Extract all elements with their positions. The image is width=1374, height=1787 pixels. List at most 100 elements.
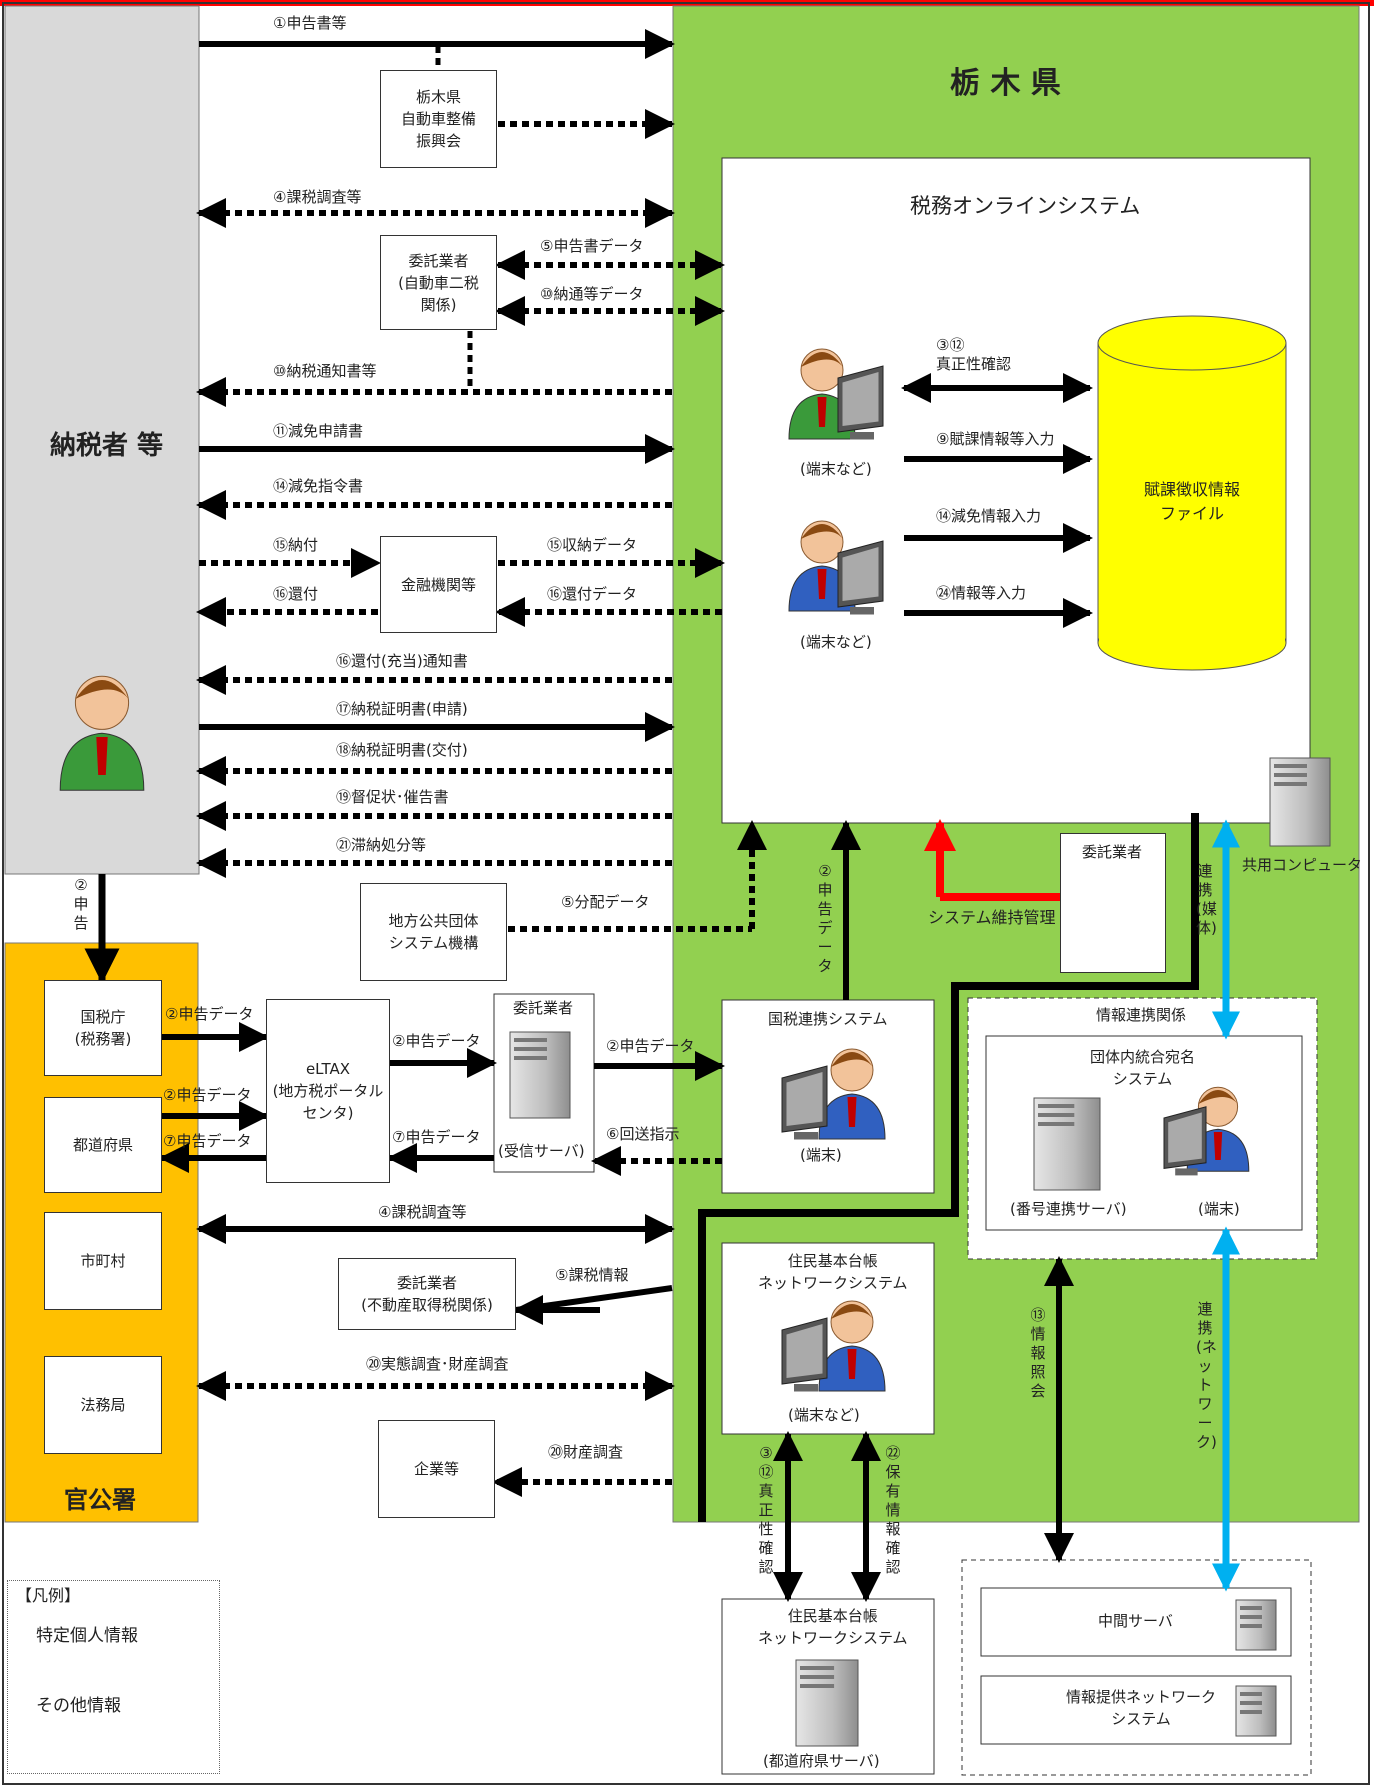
label-a1: ①申告書等 [273, 14, 347, 32]
number-server-icon [1033, 1097, 1101, 1191]
vlabel-renkei-baitai: 連携(媒体) [1196, 862, 1217, 937]
nta-box: 国税庁 (税務署) [44, 980, 162, 1076]
terminal-monitor-icon-1 [837, 365, 884, 440]
info-network-label: 情報提供ネットワーク システム [1066, 1688, 1217, 1728]
public-offices-title: 官公署 [64, 1486, 136, 1514]
label-a16c: ⑯還付(充当)通知書 [336, 652, 468, 670]
terminal-label-2: (端末など) [800, 633, 872, 651]
natl-link-box [721, 999, 935, 1194]
label-a19: ⑲督促状･催告書 [336, 788, 449, 806]
middle-server-icon [1235, 1599, 1277, 1651]
legend-title: 【凡例】 [16, 1586, 81, 1605]
juki-monitor-icon [781, 1317, 828, 1392]
terminal-monitor-icon-2 [837, 540, 884, 615]
label-a5tax: ⑤課税情報 [555, 1266, 629, 1284]
middle-server-label: 中間サーバ [1098, 1612, 1173, 1630]
juki-box [721, 1242, 935, 1435]
info-link-group-label: 情報連携関係 [1096, 1006, 1187, 1024]
juki-pref-server-icon [795, 1659, 859, 1747]
vlabel-renkei-net: 連携(ネットワーク) [1196, 1300, 1217, 1451]
label-a21: ㉑滞納処分等 [336, 836, 427, 854]
label-a18: ⑱納税証明書(交付) [336, 741, 468, 759]
taxpayer-person-icon [59, 675, 145, 791]
label-a14in: ⑭減免情報入力 [936, 507, 1042, 525]
vlabel-shinsei: ③⑫真正性確認 [758, 1444, 774, 1576]
label-a14: ⑭減免指令書 [273, 477, 364, 495]
vlabel-shinkoku-data: ②申告データ [817, 862, 833, 975]
database-label: 賦課徴収情報 ファイル [1143, 480, 1240, 523]
juki-sub: (端末など) [788, 1406, 860, 1424]
legal-box: 法務局 [44, 1356, 162, 1454]
label-a20: ⑳実態調査･財産調査 [366, 1355, 509, 1373]
vlabel-shinkoku: ②申告 [73, 876, 89, 932]
label-a312: ③⑫ 真正性確認 [936, 336, 1012, 373]
shared-computer-icon [1269, 757, 1331, 847]
label-a16: ⑯還付 [273, 585, 319, 603]
addr-terminal-label: (端末) [1198, 1200, 1240, 1218]
connection-line [698, 813, 1199, 1522]
natl-link-sub: (端末) [800, 1146, 842, 1164]
juki-pref-sub: (都道府県サーバ) [763, 1752, 880, 1770]
natl-link-person-icon [818, 1048, 886, 1140]
label-a17: ⑰納税証明書(申請) [336, 700, 468, 718]
label-a2elt: ②申告データ [392, 1032, 481, 1050]
database-cylinder [1097, 315, 1287, 671]
maint-contractor-box [1060, 833, 1166, 973]
label-a10: ⑩納通等データ [540, 285, 644, 303]
natl-link-monitor-icon [781, 1065, 828, 1140]
label-a24: ㉔情報等入力 [936, 584, 1027, 602]
contractor-recv-server-icon [509, 1031, 571, 1119]
lgs-box: 地方公共団体 システム機構 [360, 883, 507, 981]
addr-monitor-icon [1163, 1106, 1207, 1176]
label-a9: ⑨賦課情報等入力 [936, 430, 1055, 448]
number-server-label: (番号連携サーバ) [1010, 1200, 1127, 1218]
contractor-realestate-box: 委託業者 (不動産取得税関係) [338, 1258, 516, 1330]
label-a5: ⑤申告書データ [540, 237, 644, 255]
legend: 【凡例】 特定個人情報 その他情報 [7, 1580, 220, 1774]
info-network-server-icon [1235, 1685, 1277, 1737]
system-maint-label: システム維持管理 [928, 908, 1056, 927]
vlabel-jouhou-shoukai: ⑬情報照会 [1030, 1306, 1046, 1400]
terminal-label-1: (端末など) [800, 460, 872, 478]
contractor-recv-title: 委託業者 [513, 999, 574, 1017]
label-a5dist: ⑤分配データ [561, 893, 650, 911]
juki-title: 住民基本台帳 ネットワークシステム [758, 1252, 908, 1292]
label-a6: ⑥回送指示 [606, 1125, 680, 1143]
label-a7pref: ⑦申告データ [163, 1132, 252, 1150]
contractor-recv-sub: (受信サーバ) [498, 1142, 585, 1160]
prefecture-title: 栃 木 県 [950, 66, 1061, 101]
label-a2nta: ②申告データ [165, 1005, 254, 1023]
label-a11: ⑪減免申請書 [273, 422, 364, 440]
label-a4muni: ④課税調査等 [378, 1203, 467, 1221]
label-a15: ⑮納付 [273, 536, 319, 554]
label-a4: ④課税調査等 [273, 188, 362, 206]
contractor-auto-box: 委託業者 (自動車二税 関係) [380, 235, 497, 330]
system-title: 税務オンラインシステム [910, 194, 1141, 218]
label-a20b: ⑳財産調査 [548, 1443, 624, 1461]
prefs-box: 都道府県 [44, 1097, 162, 1193]
natl-link-title: 国税連携システム [768, 1010, 888, 1028]
label-a2cont: ②申告データ [606, 1037, 695, 1055]
vlabel-hoyuu: ㉒保有情報確認 [885, 1444, 901, 1576]
arrow-a5tax [515, 1285, 673, 1313]
auto-assoc-box: 栃木県 自動車整備 振興会 [380, 70, 497, 168]
label-a7elt: ⑦申告データ [392, 1128, 481, 1146]
juki-person-icon [818, 1300, 886, 1392]
legend-solid-label: 特定個人情報 [36, 1626, 138, 1646]
legend-dotted-label: その他情報 [36, 1696, 121, 1716]
munis-box: 市町村 [44, 1212, 162, 1310]
finance-box: 金融機関等 [380, 536, 497, 633]
companies-box: 企業等 [378, 1420, 495, 1518]
shared-computer-label: 共用コンピュータ [1242, 856, 1363, 874]
addr-system-label: 団体内統合宛名 システム [1090, 1048, 1196, 1088]
juki-pref-title: 住民基本台帳 ネットワークシステム [758, 1607, 908, 1647]
label-a10b: ⑩納税通知書等 [273, 362, 377, 380]
taxpayer-title: 納税者 等 [50, 431, 164, 461]
maint-contractor-title: 委託業者 [1082, 843, 1143, 861]
eltax-box: eLTAX (地方税ポータル センタ) [266, 999, 390, 1183]
label-a16b: ⑯還付データ [547, 585, 638, 603]
label-a2pref: ②申告データ [163, 1086, 252, 1104]
label-a15b: ⑮収納データ [547, 536, 638, 554]
